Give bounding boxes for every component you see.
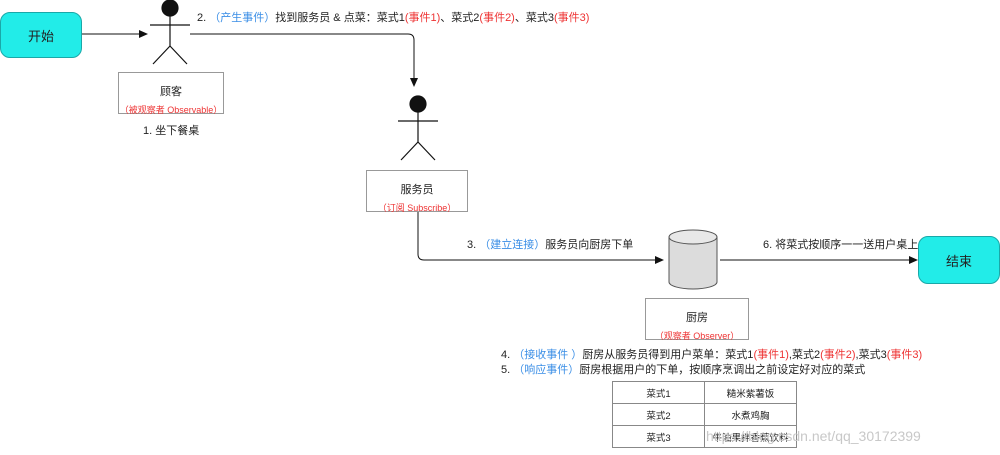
table-row: 菜式1 糙米紫薯饭 xyxy=(612,381,797,404)
step-4-event-tag: （接收事件 ） xyxy=(513,349,583,361)
kitchen-database-icon xyxy=(668,229,718,290)
edge-waiter-to-kitchen xyxy=(417,210,664,264)
start-label: 开始 xyxy=(27,28,54,44)
step-5-event-tag: （响应事件） xyxy=(513,364,580,376)
waiter-name: 服务员 xyxy=(400,184,434,196)
step-2-event-tag: （产生事件） xyxy=(209,12,276,24)
dish-food-cell: 牛油果拌香蕉饮料 xyxy=(704,425,797,448)
step-2-sep-2: 、菜式3 xyxy=(514,12,554,24)
dish-table: 菜式1 糙米紫薯饭 菜式2 水煮鸡胸 菜式3 牛油果拌香蕉饮料 xyxy=(612,381,797,448)
step-6-label: 6. 将菜式按顺序一一送用户桌上 xyxy=(763,239,919,251)
step-4-label: 4. （接收事件 ）厨房从服务员得到用户菜单：菜式1(事件1),菜式2(事件2)… xyxy=(501,346,922,362)
step-5-label: 5. （响应事件）厨房根据用户的下单，按顺序烹调出之前设定好对应的菜式 xyxy=(501,361,865,377)
start-node: 开始 xyxy=(0,12,82,58)
step-3-text: 服务员向厨房下单 xyxy=(545,239,634,251)
edge-customer-to-waiter xyxy=(190,33,418,87)
customer-name: 顾客 xyxy=(160,86,182,98)
kitchen-name: 厨房 xyxy=(686,312,708,324)
step-4-number: 4. xyxy=(501,349,511,361)
step-2-event-2: (事件2) xyxy=(479,12,515,24)
step-2-text: 找到服务员 & 点菜：菜式1 xyxy=(275,12,405,24)
step-2-event-1: (事件1) xyxy=(404,12,441,24)
step-4-event-2: (事件2) xyxy=(820,349,856,361)
dish-name-cell: 菜式3 xyxy=(612,425,705,448)
dish-name-cell: 菜式2 xyxy=(612,403,705,426)
dish-food-cell: 糙米紫薯饭 xyxy=(704,381,797,404)
end-node: 结束 xyxy=(918,236,1000,284)
step-5-text: 厨房根据用户的下单，按顺序烹调出之前设定好对应的菜式 xyxy=(579,364,866,376)
end-label: 结束 xyxy=(945,253,972,269)
step-2-event-3: (事件3) xyxy=(553,12,590,24)
step-4-sep-1: ,菜式2 xyxy=(788,349,821,361)
kitchen-box: 厨房 （观察者 Observer） xyxy=(645,298,749,341)
step-5-number: 5. xyxy=(501,364,511,376)
step-3-label: 3. （建立连接）服务员向厨房下单 xyxy=(467,236,633,252)
watermark: https://blog.csdn.net/qq_30172399 xyxy=(706,428,921,444)
waiter-box: 服务员 （订阅 Subscribe） xyxy=(366,170,468,213)
table-row: 菜式2 水煮鸡胸 xyxy=(612,403,797,426)
table-row: 菜式3 牛油果拌香蕉饮料 xyxy=(612,425,797,448)
customer-role: （被观察者 Observable） xyxy=(119,105,223,115)
step-1-label: 1. 坐下餐桌 xyxy=(143,125,200,137)
step-4-event-3: (事件3) xyxy=(886,349,923,361)
customer-box: 顾客 （被观察者 Observable） xyxy=(118,72,224,115)
step-4-text: 厨房从服务员得到用户菜单：菜式1 xyxy=(582,349,754,361)
step-4-event-1: (事件1) xyxy=(753,349,789,361)
kitchen-role: （观察者 Observer） xyxy=(654,331,740,341)
step-2-number: 2. xyxy=(197,12,207,24)
step-3-event-tag: （建立连接） xyxy=(479,239,546,251)
dish-name-cell: 菜式1 xyxy=(612,381,705,404)
waiter-actor-icon xyxy=(398,95,438,161)
dish-food-cell: 水煮鸡胸 xyxy=(704,403,797,426)
step-4-sep-2: ,菜式3 xyxy=(855,349,887,361)
step-2-sep-1: 、菜式2 xyxy=(440,12,480,24)
step-2-label: 2. （产生事件）找到服务员 & 点菜：菜式1(事件1)、菜式2(事件2)、菜式… xyxy=(197,9,589,25)
waiter-role: （订阅 Subscribe） xyxy=(377,203,457,213)
customer-actor-icon xyxy=(150,0,190,65)
step-3-number: 3. xyxy=(467,239,477,251)
